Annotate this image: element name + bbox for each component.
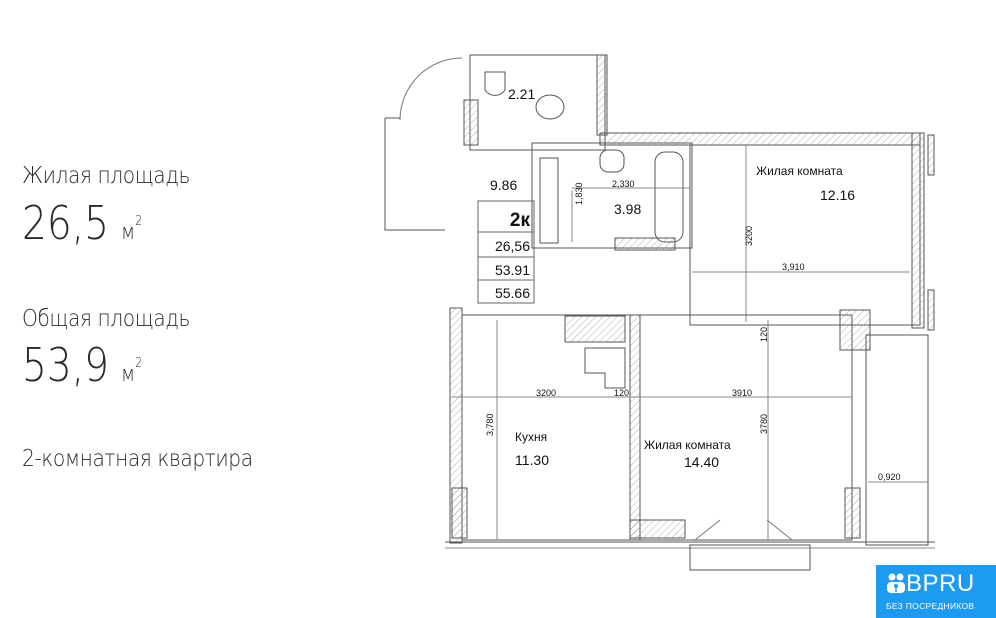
badge-total-area: 53.91 <box>495 262 530 278</box>
key-people-icon <box>887 573 905 593</box>
unit-sup: 2 <box>135 214 143 229</box>
area-unit: м2 <box>120 214 142 245</box>
living-area-value: 26,5 м2 <box>22 196 163 250</box>
bpru-logo[interactable]: BPRU БЕЗ ПОСРЕДНИКОВ <box>876 565 996 618</box>
badge-total-with-balcony: 55.66 <box>495 285 530 301</box>
unit-sup: 2 <box>135 356 143 371</box>
apartment-badge: 2к 26,56 53.91 55.66 <box>477 200 535 304</box>
total-area-value: 53,9 м2 <box>22 338 163 392</box>
bedroom1-width-dim: 3,910 <box>782 262 805 272</box>
apartment-type: 2-комнатная квартира <box>22 446 284 472</box>
wall-thickness-dim: 120 <box>759 327 769 342</box>
bedroom2-height-dim: 3780 <box>759 414 769 434</box>
kitchen-height-dim: 3,780 <box>485 413 495 436</box>
bedroom1-area: 12.16 <box>820 187 855 203</box>
living-area-label: Жилая площадь <box>22 163 213 189</box>
total-area-label-text: Общая площадь <box>22 306 190 332</box>
unit-text: м <box>120 220 136 245</box>
living-area-number: 26,5 <box>22 196 110 250</box>
hall-area: 9.86 <box>490 177 517 193</box>
bedroom2-width-dim: 3910 <box>732 388 752 398</box>
bedroom2-area: 14.40 <box>684 454 719 470</box>
total-area-label: Общая площадь <box>22 306 213 332</box>
bath-width-dim: 2,330 <box>612 179 635 189</box>
bedroom1-height-dim: 3200 <box>744 226 754 246</box>
area-unit: м2 <box>120 356 142 387</box>
badge-rooms: 2к <box>510 210 531 231</box>
logo-brand: BPRU <box>906 570 975 597</box>
bath-area: 3.98 <box>614 201 641 217</box>
wall-thickness-dim-2: 120 <box>614 388 629 398</box>
balcony-width-dim: 0,920 <box>878 472 901 482</box>
kitchen-width-dim: 3200 <box>536 388 556 398</box>
walls <box>384 54 935 571</box>
bath-height-dim: 1,830 <box>574 182 584 205</box>
bedroom2-name: Жилая комната <box>644 438 731 452</box>
living-area-label-text: Жилая площадь <box>22 163 190 189</box>
apartment-type-text: 2-комнатная квартира <box>22 446 253 472</box>
logo-tagline: БЕЗ ПОСРЕДНИКОВ <box>886 601 975 611</box>
bedroom1-name: Жилая комната <box>756 164 843 178</box>
wc-area: 2.21 <box>508 86 535 102</box>
kitchen-area: 11.30 <box>515 452 549 468</box>
badge-living-area: 26,56 <box>495 238 530 254</box>
total-area-number: 53,9 <box>22 338 110 392</box>
kitchen-name: Кухня <box>515 430 547 444</box>
unit-text: м <box>120 362 136 387</box>
